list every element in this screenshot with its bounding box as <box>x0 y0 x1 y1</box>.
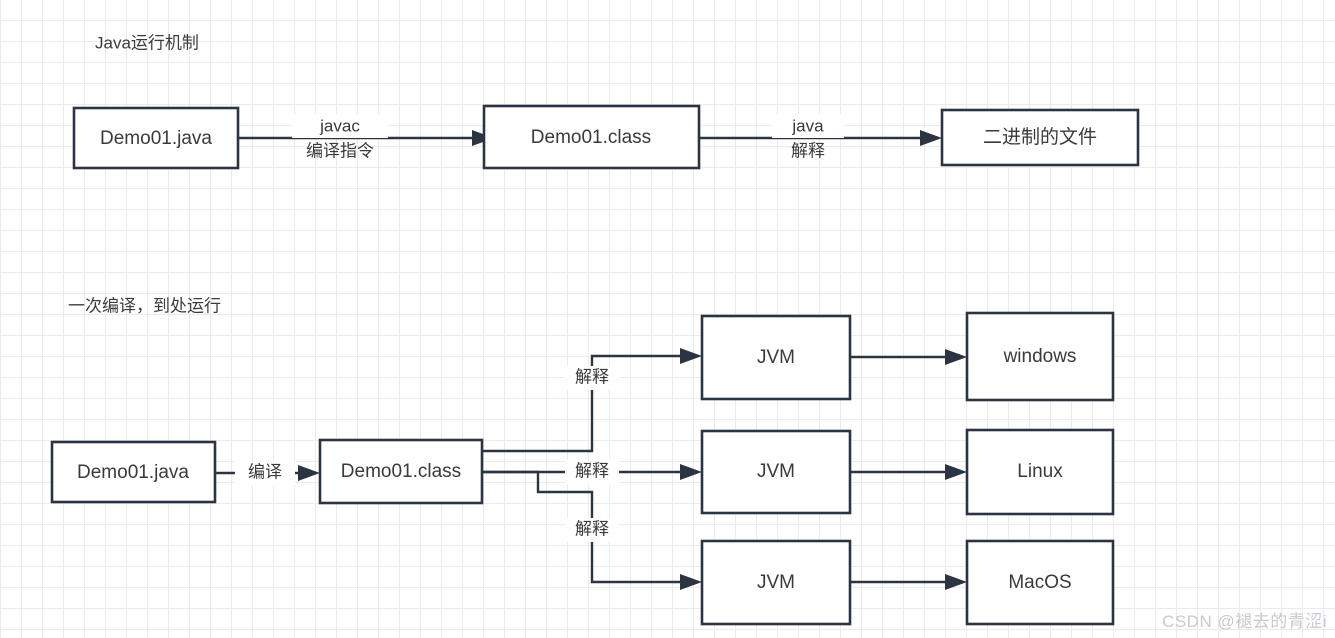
edge-label-interpret-windows: 解释 <box>565 366 619 390</box>
node-label-demo01-class-bottom: Demo01.class <box>341 461 461 482</box>
node-label-demo01-java-top: Demo01.java <box>100 128 212 149</box>
edge-label-javac-line2: 编译指令 <box>306 141 374 160</box>
node-jvm-windows[interactable]: JVM <box>700 314 852 401</box>
edge-label-interpret-windows-text: 解释 <box>575 367 609 386</box>
node-label-demo01-class-top: Demo01.class <box>531 127 651 148</box>
node-label-linux: Linux <box>1017 461 1063 482</box>
edge-jvm-windows <box>850 349 967 365</box>
node-demo01-java-bottom[interactable]: Demo01.java <box>50 440 217 504</box>
node-label-demo01-java-bottom: Demo01.java <box>77 462 189 483</box>
edge-label-interpret-macos-text: 解释 <box>575 519 609 538</box>
node-label-windows: windows <box>1003 346 1077 367</box>
edge-label-interpret-macos: 解释 <box>565 518 619 542</box>
node-label-macos: MacOS <box>1008 572 1071 593</box>
edge-label-javac-line1: javac <box>319 116 360 135</box>
section-title-write-once-run-anywhere: 一次编译，到处运行 <box>68 296 221 315</box>
node-demo01-class-bottom[interactable]: Demo01.class <box>318 438 484 505</box>
node-label-jvm-macos: JVM <box>757 572 795 593</box>
node-jvm-macos[interactable]: JVM <box>700 539 852 626</box>
edge-interpret-macos <box>482 470 702 590</box>
edge-label-java-line2: 解释 <box>791 141 825 160</box>
edge-label-javac: javac 编译指令 <box>292 114 388 160</box>
node-jvm-linux[interactable]: JVM <box>700 429 852 515</box>
node-macos[interactable]: MacOS <box>965 539 1115 626</box>
edge-label-interpret-linux-text: 解释 <box>575 461 609 480</box>
node-windows[interactable]: windows <box>965 311 1115 402</box>
node-demo01-class-top[interactable]: Demo01.class <box>482 104 701 170</box>
edge-label-java: java 解释 <box>772 114 844 160</box>
node-label-jvm-windows: JVM <box>757 347 795 368</box>
node-linux[interactable]: Linux <box>965 428 1115 516</box>
node-binary-file[interactable]: 二进制的文件 <box>940 108 1140 167</box>
section-title-java-runtime: Java运行机制 <box>95 33 199 52</box>
edge-label-java-line1: java <box>791 116 824 135</box>
node-demo01-java-top[interactable]: Demo01.java <box>72 106 240 170</box>
edge-interpret-windows <box>482 348 702 453</box>
edge-jvm-linux <box>850 464 967 480</box>
edge-label-interpret-linux: 解释 <box>565 460 619 484</box>
node-label-binary-file: 二进制的文件 <box>983 126 1097 148</box>
edge-label-compile-text: 编译 <box>248 462 282 481</box>
edge-jvm-macos <box>850 574 967 590</box>
node-label-jvm-linux: JVM <box>757 461 795 482</box>
csdn-watermark: CSDN @褪去的青涩i <box>1162 612 1327 631</box>
edge-label-compile: 编译 <box>235 461 295 485</box>
